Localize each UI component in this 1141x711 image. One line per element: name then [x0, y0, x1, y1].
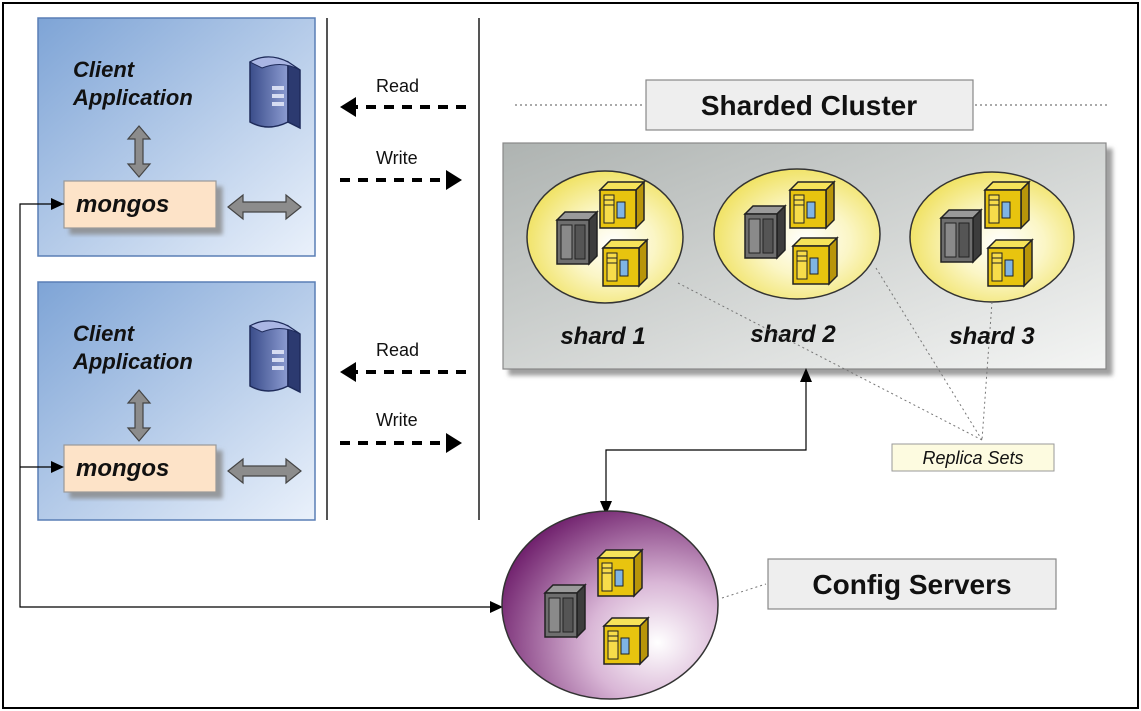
write-label: Write — [376, 410, 418, 430]
read-label: Read — [376, 340, 419, 360]
mongos-label: mongos — [76, 455, 169, 482]
config-servers: Config Servers — [501, 510, 1057, 700]
shard-label: shard 3 — [949, 323, 1035, 350]
server-yellow-icon — [987, 239, 1033, 287]
server-cabinet-icon — [544, 584, 586, 638]
mongos-config-connector — [19, 198, 503, 613]
config-servers-title-box — [767, 558, 1057, 610]
server-yellow-icon — [603, 617, 649, 665]
server-cabinet-icon — [556, 211, 598, 265]
mongos-box — [63, 444, 217, 493]
horizontal-double-arrow-icon — [227, 457, 302, 485]
shard-label: shard 2 — [750, 321, 836, 348]
client-title-line2: Application — [72, 349, 193, 374]
shard-2: shard 2 — [713, 168, 881, 348]
vertical-double-arrow-icon — [126, 389, 152, 442]
read-write-arrows-2: Read Write — [340, 340, 466, 453]
read-write-arrows-1: Read Write — [340, 76, 466, 190]
client-application-panel-1: Client Application mongos — [37, 17, 316, 257]
mongos-label: mongos — [76, 191, 169, 218]
server-yellow-icon — [792, 237, 838, 285]
client-application-panel-2: Client Application mongos — [37, 281, 316, 521]
shard-label: shard 1 — [560, 323, 645, 350]
client-title-line1: Client — [73, 321, 136, 346]
read-label: Read — [376, 76, 419, 96]
server-yellow-icon — [984, 181, 1030, 229]
server-yellow-icon — [789, 181, 835, 229]
horizontal-double-arrow-icon — [227, 193, 302, 221]
replica-sets-box — [891, 443, 1055, 472]
server-yellow-icon — [602, 239, 648, 287]
config-servers-title: Config Servers — [812, 569, 1011, 600]
sharded-cluster: Sharded Cluster shard 1 shard 2 shard 3 — [502, 79, 1108, 370]
replica-sets-label: Replica Sets — [922, 448, 1023, 468]
server-cabinet-icon — [744, 205, 786, 259]
client-title-line1: Client — [73, 57, 136, 82]
server-tower-icon — [249, 56, 301, 129]
server-tower-icon — [249, 320, 301, 393]
server-cabinet-icon — [940, 209, 982, 263]
replica-sets-leaders — [677, 267, 993, 441]
shard-3: shard 3 — [909, 171, 1075, 350]
shard-1: shard 1 — [526, 170, 684, 350]
client-title-line2: Application — [72, 85, 193, 110]
sharded-cluster-title-box — [645, 79, 974, 131]
vertical-double-arrow-icon — [126, 125, 152, 178]
write-label: Write — [376, 148, 418, 168]
config-servers-ellipse — [501, 510, 719, 700]
sharded-cluster-title: Sharded Cluster — [701, 90, 917, 121]
server-yellow-icon — [597, 549, 643, 597]
server-yellow-icon — [599, 181, 645, 229]
config-cluster-connector — [600, 368, 812, 515]
